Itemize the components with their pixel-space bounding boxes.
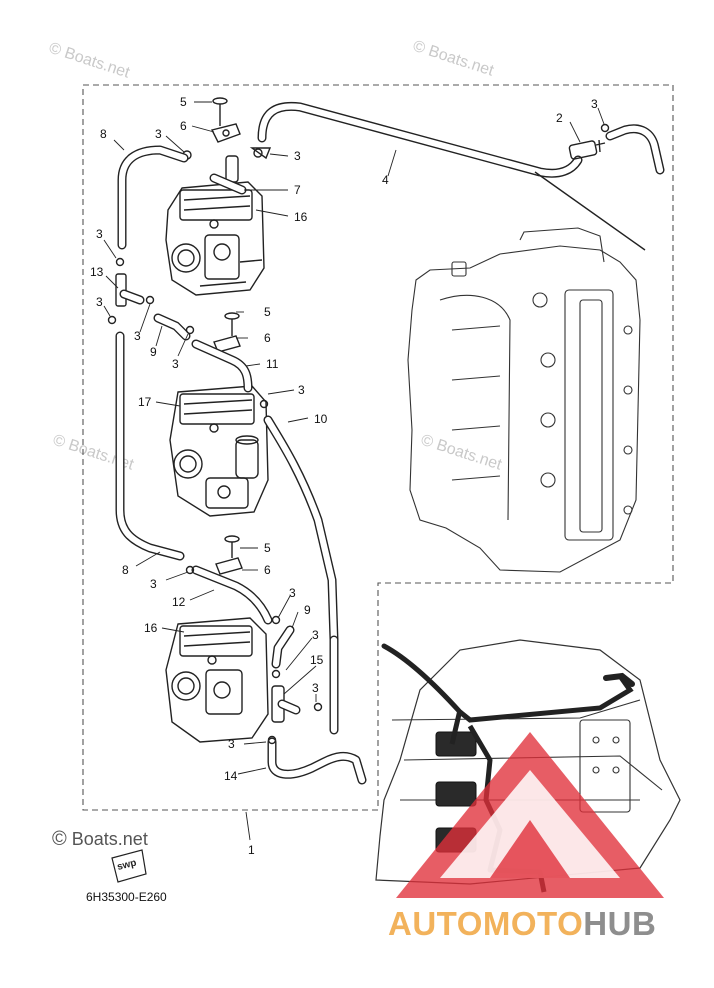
logo-text-automoto: AUTOMOTO	[388, 905, 584, 942]
callout-3-a: 3	[155, 127, 162, 141]
watermark-top-right: © Boats.net	[411, 38, 497, 80]
callout-9-top: 9	[150, 345, 157, 359]
swp-badge-text: swp	[116, 858, 138, 873]
tee-joint-13	[107, 257, 145, 325]
carburetor-bottom	[165, 617, 269, 743]
fuel-hose-short-top	[605, 124, 665, 175]
callout-3-b: 3	[294, 149, 301, 163]
fuel-hose-right-down	[313, 635, 339, 735]
callout-3-k: 3	[312, 628, 319, 642]
screw-5-middle	[224, 312, 240, 336]
leader-lines	[103, 101, 605, 841]
callout-3-c: 3	[591, 97, 598, 111]
callout-3-e: 3	[96, 295, 103, 309]
joint-15	[271, 685, 301, 723]
callout-3-h: 3	[298, 383, 305, 397]
callout-9-bottom: 9	[304, 603, 311, 617]
fuel-joint-7-top	[209, 155, 247, 195]
fuel-hose-9-bottom	[271, 615, 295, 679]
watermark-middle-right: © Boats.net	[419, 432, 505, 474]
callout-3-i: 3	[150, 577, 157, 591]
carburetor-middle	[169, 385, 269, 517]
watermark-group: © Boats.net © Boats.net © Boats.net © Bo…	[47, 38, 505, 474]
fuel-hose-14	[267, 735, 367, 785]
assembly-boundary	[82, 84, 674, 811]
screw-5-top	[212, 97, 228, 126]
callout-8-top: 8	[100, 127, 107, 141]
callout-11: 11	[266, 357, 279, 371]
callout-7: 7	[294, 183, 301, 197]
callout-6-bottom: 6	[264, 563, 271, 577]
clamp-plate-6-top	[210, 123, 241, 143]
callout-4: 4	[382, 173, 389, 187]
callout-6-top: 6	[180, 119, 187, 133]
boats-net-text: Boats.net	[71, 829, 148, 849]
callout-10: 10	[314, 412, 328, 426]
fuel-pipe-12	[185, 565, 273, 625]
callout-1: 1	[248, 843, 255, 857]
boats-net-credit: © Boats.net	[52, 828, 148, 851]
fuel-joint-2	[568, 139, 606, 160]
fuel-hose-9-top	[145, 295, 195, 341]
callout-17: 17	[138, 395, 152, 409]
callout-5-top: 5	[180, 95, 187, 109]
callout-3-d: 3	[96, 227, 103, 241]
callout-16-bottom: 16	[144, 621, 158, 635]
callout-16-top: 16	[294, 210, 308, 224]
logo-triangle-mark	[396, 732, 664, 898]
callout-3-m: 3	[228, 737, 235, 751]
callout-3-j: 3	[289, 586, 296, 600]
watermark-top-left: © Boats.net	[47, 40, 133, 82]
callout-14: 14	[224, 769, 238, 783]
fuel-hose-10	[259, 399, 339, 645]
diagram-code: 6H35300-E260	[86, 890, 167, 904]
callout-numbers: 5 6 3 3 8 7 16 4 2 3 3 13 3 3 9 3 5 6 11…	[90, 95, 598, 857]
crankcase-block	[407, 227, 641, 573]
callout-13: 13	[90, 265, 104, 279]
copyright-symbol: ©	[52, 828, 67, 850]
callout-15: 15	[310, 653, 324, 667]
fuel-pipe-11	[191, 339, 253, 393]
callout-8-bottom: 8	[122, 563, 129, 577]
callout-6-middle: 6	[264, 331, 271, 345]
fuel-hose-left-long	[115, 331, 185, 561]
callout-5-middle: 5	[264, 305, 271, 319]
callout-3-f: 3	[134, 329, 141, 343]
callout-2: 2	[556, 111, 563, 125]
callout-12: 12	[172, 595, 186, 609]
carburetor-top	[165, 181, 265, 296]
callout-3-l: 3	[312, 681, 319, 695]
callout-5-bottom: 5	[264, 541, 271, 555]
fuel-hose-4	[257, 101, 646, 251]
fuel-hose-8-top	[117, 145, 189, 250]
clamp-plate-6-bottom	[215, 557, 243, 575]
logo-text-hub: HUB	[583, 905, 657, 942]
swp-badge: swp	[111, 849, 147, 883]
callout-3-g: 3	[172, 357, 179, 371]
automotohub-logo: AUTOMOTOHUB	[388, 905, 656, 943]
screw-5-bottom	[224, 535, 240, 558]
